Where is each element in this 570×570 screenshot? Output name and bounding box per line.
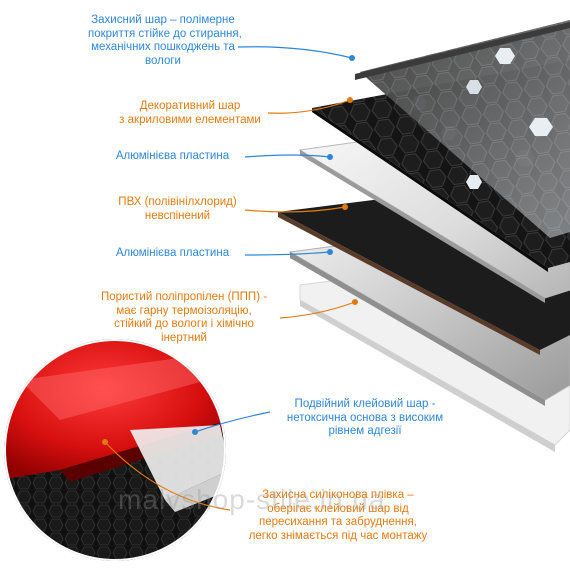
- label-aluminum-bottom: Алюмінієва пластина: [115, 247, 230, 259]
- label-decorative-layer: Декоративний шар з акриловими елементами: [119, 100, 261, 126]
- protective-top-layer: [355, 20, 570, 238]
- label-pvc-layer: ПВХ (полівінілхлорид) невспінений: [118, 196, 237, 222]
- callout-line-pvc: [244, 206, 346, 213]
- callout-line-polypropylene: [279, 301, 356, 319]
- label-protective-layer: Захисний шар – полімерне покриття стійке…: [88, 14, 242, 67]
- label-polypropylene-layer: Пористий поліпропілен (ППП) - має гарну …: [100, 291, 268, 344]
- callout-line-aluminum-top: [244, 154, 331, 158]
- callout-lines: [104, 46, 356, 511]
- callout-line-silicone: [104, 441, 231, 511]
- label-aluminum-top: Алюмінієва пластина: [115, 150, 230, 162]
- magnified-sample-circle: [4, 339, 226, 561]
- watermark: malvshop-stile.in.ua: [118, 484, 386, 515]
- callout-dots: [102, 55, 358, 445]
- callout-line-aluminum-bottom: [244, 251, 331, 256]
- callout-line-protective: [237, 46, 353, 59]
- callout-line-adhesive: [194, 411, 271, 433]
- callout-line-decorative: [267, 99, 351, 114]
- label-adhesive-layer: Подвійний клейовий шар - нетоксична осно…: [286, 398, 444, 437]
- label-silicone-film: Захисна силіконова плівка – оберігає кле…: [248, 489, 428, 542]
- callout-dot-icon: [349, 55, 355, 61]
